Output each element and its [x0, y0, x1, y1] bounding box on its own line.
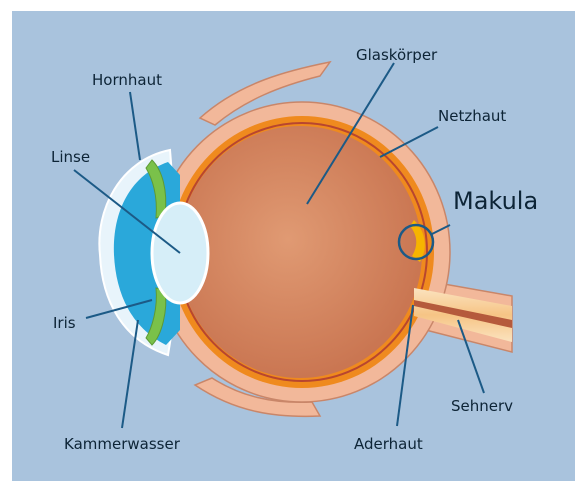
- label-aderhaut: Aderhaut: [354, 435, 423, 453]
- label-makula: Makula: [453, 187, 538, 215]
- label-kammerwasser: Kammerwasser: [64, 435, 180, 453]
- leader-hornhaut: [130, 92, 140, 160]
- label-netzhaut: Netzhaut: [438, 107, 506, 125]
- vitreous-body: [178, 126, 422, 378]
- leader-kammerwasser: [122, 320, 138, 428]
- label-iris: Iris: [53, 314, 76, 332]
- label-sehnerv: Sehnerv: [451, 397, 513, 415]
- label-hornhaut: Hornhaut: [92, 71, 162, 89]
- label-linse: Linse: [51, 148, 90, 166]
- label-glaskoerper: Glaskörper: [356, 46, 437, 64]
